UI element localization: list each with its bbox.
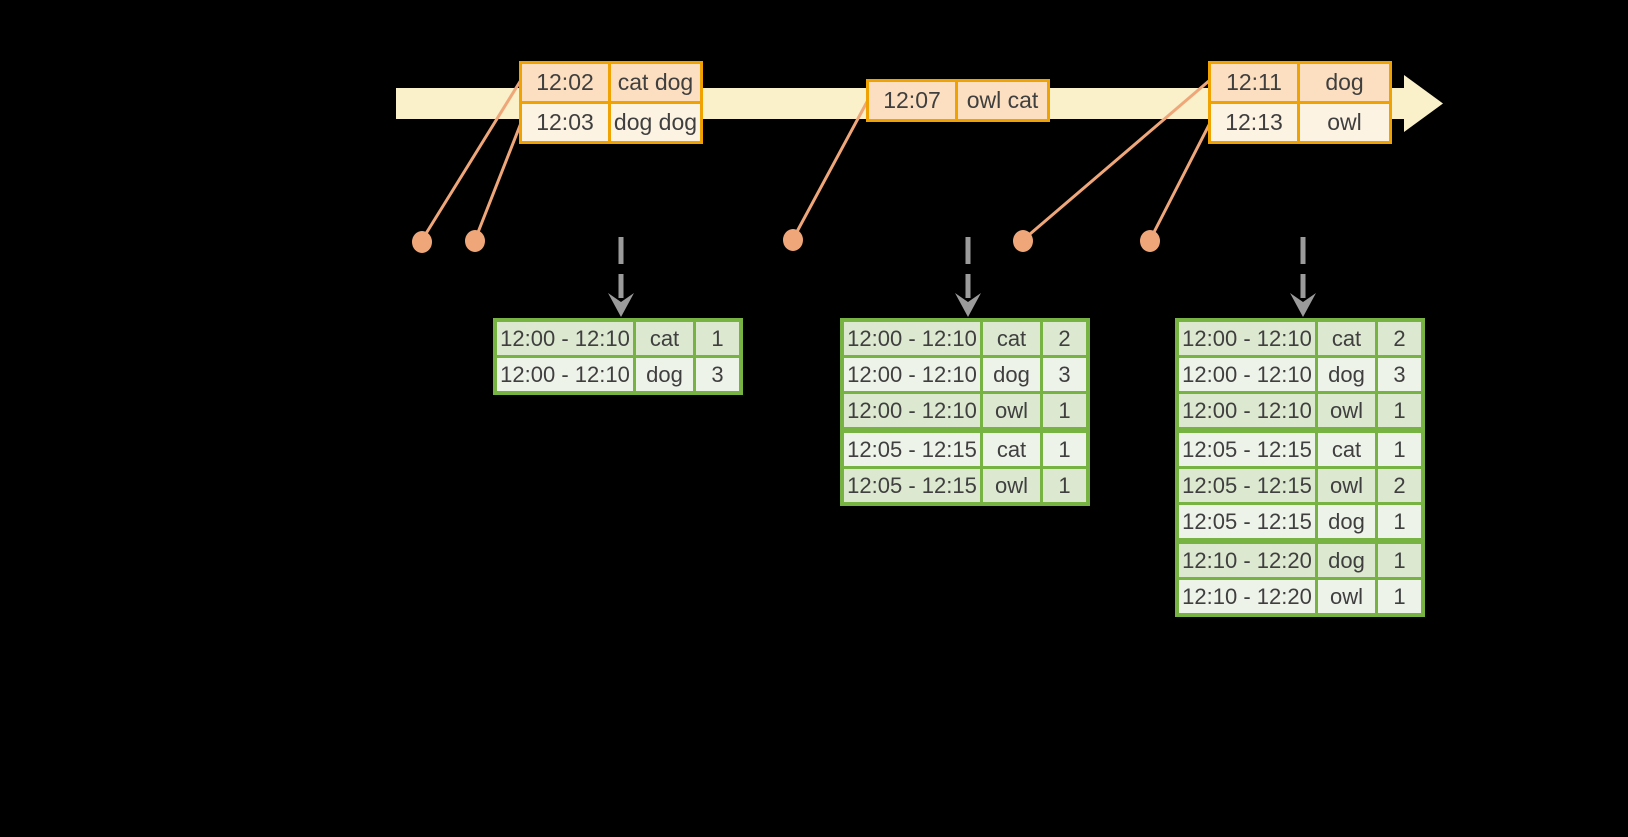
count-cell: 1	[1040, 394, 1086, 427]
result-row: 12:00 - 12:10 owl 1	[1179, 391, 1421, 427]
window-range: 12:00 - 12:10	[847, 397, 977, 423]
word-cell: owl	[980, 394, 1040, 427]
word-cell: dog	[980, 358, 1040, 391]
result-row: 12:00 - 12:10 dog 3	[844, 355, 1086, 391]
event-dot	[465, 230, 485, 252]
window-range: 12:00 - 12:10	[847, 361, 977, 387]
count-cell: 1	[1375, 433, 1421, 466]
event-box-1202-1203: 12:02 cat dog 12:03 dog dog	[519, 61, 703, 144]
result-row: 12:00 - 12:10 dog 3	[1179, 355, 1421, 391]
window-range: 12:00 - 12:10	[1182, 361, 1312, 387]
event-row: 12:07 owl cat	[869, 82, 1047, 119]
trigger-arrow-head-icon	[608, 293, 634, 317]
event-time: 12:03	[536, 109, 594, 135]
count-cell: 3	[693, 358, 739, 391]
event-row: 12:02 cat dog	[522, 64, 700, 101]
event-dot	[783, 229, 803, 251]
event-row: 12:03 dog dog	[522, 101, 700, 141]
event-row: 12:13 owl	[1211, 101, 1389, 141]
word-cell: owl	[1315, 469, 1375, 502]
count-cell: 3	[1375, 358, 1421, 391]
event-dot	[1140, 230, 1160, 252]
result-row: 12:05 - 12:15 cat 1	[844, 427, 1086, 466]
result-row: 12:00 - 12:10 dog 3	[497, 355, 739, 391]
result-row: 12:05 - 12:15 cat 1	[1179, 427, 1421, 466]
event-connector-line	[473, 122, 523, 241]
window-range: 12:00 - 12:10	[1182, 397, 1312, 423]
word-cell: dog	[633, 358, 693, 391]
event-connector-line	[1148, 122, 1212, 241]
result-row: 12:00 - 12:10 cat 2	[1179, 322, 1421, 355]
trigger-arrow-head-icon	[955, 293, 981, 317]
count-cell: 1	[1375, 505, 1421, 538]
window-range: 12:05 - 12:15	[1182, 436, 1312, 462]
count-cell: 2	[1040, 322, 1086, 355]
event-connector-line	[791, 99, 870, 240]
event-words: owl	[1297, 104, 1389, 141]
word-cell: dog	[1315, 358, 1375, 391]
count-cell: 2	[1375, 469, 1421, 502]
window-range: 12:10 - 12:20	[1182, 583, 1312, 609]
window-range: 12:05 - 12:15	[847, 436, 977, 462]
window-range: 12:00 - 12:10	[1182, 325, 1312, 351]
event-time: 12:11	[1226, 69, 1282, 95]
result-row: 12:05 - 12:15 dog 1	[1179, 502, 1421, 538]
count-cell: 1	[1375, 544, 1421, 577]
window-range: 12:10 - 12:20	[1182, 547, 1312, 573]
word-cell: cat	[633, 322, 693, 355]
word-cell: cat	[1315, 322, 1375, 355]
result-row: 12:00 - 12:10 cat 1	[497, 322, 739, 355]
count-cell: 1	[693, 322, 739, 355]
result-row: 12:05 - 12:15 owl 2	[1179, 466, 1421, 502]
event-words: cat dog	[608, 64, 700, 101]
word-cell: cat	[980, 433, 1040, 466]
result-row: 12:05 - 12:15 owl 1	[844, 466, 1086, 502]
event-words: owl cat	[955, 82, 1047, 119]
event-box-1207: 12:07 owl cat	[866, 79, 1050, 122]
result-table-2: 12:00 - 12:10 cat 2 12:00 - 12:10 dog 3 …	[840, 318, 1090, 506]
count-cell: 1	[1040, 433, 1086, 466]
event-time: 12:02	[536, 69, 594, 95]
trigger-arrow-head-icon	[1290, 293, 1316, 317]
window-range: 12:00 - 12:10	[500, 361, 630, 387]
word-cell: dog	[1315, 544, 1375, 577]
event-connector-line	[420, 79, 523, 241]
count-cell: 1	[1375, 394, 1421, 427]
event-row: 12:11 dog	[1211, 64, 1389, 101]
result-row: 12:00 - 12:10 cat 2	[844, 322, 1086, 355]
window-range: 12:05 - 12:15	[1182, 508, 1312, 534]
word-cell: owl	[1315, 394, 1375, 427]
event-dot	[1013, 230, 1033, 252]
count-cell: 2	[1375, 322, 1421, 355]
event-words: dog dog	[608, 104, 700, 141]
word-cell: owl	[1315, 580, 1375, 613]
count-cell: 1	[1375, 580, 1421, 613]
event-time: 12:07	[883, 87, 941, 113]
count-cell: 3	[1040, 358, 1086, 391]
event-dot	[412, 231, 432, 253]
window-range: 12:00 - 12:10	[847, 325, 977, 351]
word-cell: cat	[980, 322, 1040, 355]
result-table-1: 12:00 - 12:10 cat 1 12:00 - 12:10 dog 3	[493, 318, 743, 395]
word-cell: dog	[1315, 505, 1375, 538]
window-range: 12:00 - 12:10	[500, 325, 630, 351]
result-row: 12:10 - 12:20 owl 1	[1179, 577, 1421, 613]
window-range: 12:05 - 12:15	[847, 472, 977, 498]
event-words: dog	[1297, 64, 1389, 101]
word-cell: cat	[1315, 433, 1375, 466]
result-row: 12:00 - 12:10 owl 1	[844, 391, 1086, 427]
window-range: 12:05 - 12:15	[1182, 472, 1312, 498]
event-time: 12:13	[1225, 109, 1283, 135]
result-table-3: 12:00 - 12:10 cat 2 12:00 - 12:10 dog 3 …	[1175, 318, 1425, 617]
result-row: 12:10 - 12:20 dog 1	[1179, 538, 1421, 577]
event-connector-line	[1022, 78, 1211, 242]
event-box-1211-1213: 12:11 dog 12:13 owl	[1208, 61, 1392, 144]
count-cell: 1	[1040, 469, 1086, 502]
word-cell: owl	[980, 469, 1040, 502]
timeline-arrowhead-icon	[1404, 75, 1443, 132]
